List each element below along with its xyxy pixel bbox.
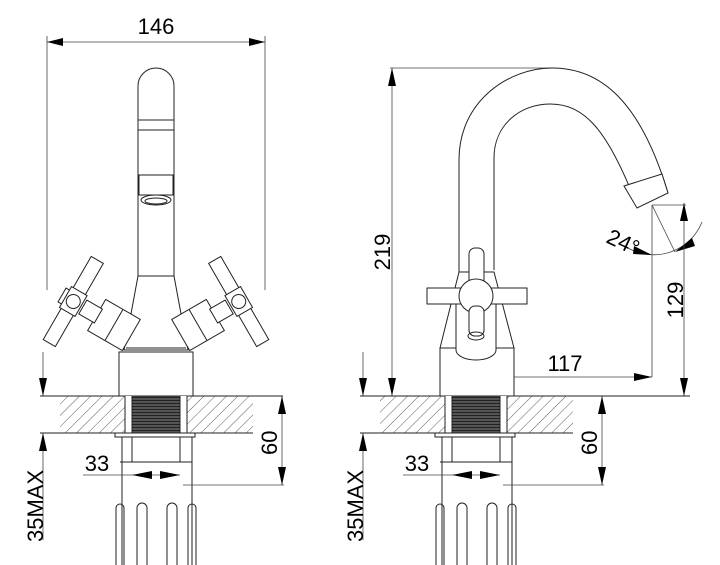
right-handle [171, 255, 270, 352]
deck-thickness-label-side: 35MAX [343, 470, 368, 542]
height-dim-label: 219 [370, 234, 395, 271]
base-front [118, 351, 194, 397]
thread-front [131, 395, 181, 434]
dimension-shank-front: 60 [183, 396, 286, 486]
shank-side [434, 432, 517, 565]
dimension-spout-angle: 24° [603, 204, 703, 261]
dimension-width: 146 [46, 14, 266, 290]
dimension-height: 219 [370, 67, 555, 396]
dimension-thread-front: 33 [83, 451, 180, 479]
body-front [123, 275, 189, 351]
width-dim-label: 146 [138, 14, 175, 39]
shank-front [114, 432, 197, 565]
spout-front [137, 67, 175, 277]
thread-side [451, 395, 501, 434]
spout-angle-label: 24° [603, 224, 644, 261]
side-view: 219 24° 129 [343, 67, 703, 565]
front-view: 146 [23, 14, 286, 565]
dimension-shank-side: 60 [503, 396, 606, 486]
dimension-deck-thickness-side: 35MAX [343, 352, 368, 542]
thread-label-front: 33 [85, 451, 109, 476]
dimension-spout-height: 129 [651, 203, 688, 396]
left-handle [42, 255, 141, 352]
thread-label-side: 33 [405, 451, 429, 476]
dimension-thread-side: 33 [403, 451, 500, 479]
cross-handle-side [426, 247, 528, 341]
spout-side [458, 67, 669, 355]
shank-label-side: 60 [577, 431, 602, 455]
dimension-deck-thickness-front: 35MAX [23, 352, 48, 542]
spout-height-label: 129 [663, 282, 688, 319]
deck-thickness-label-front: 35MAX [23, 470, 48, 542]
shank-label-front: 60 [257, 431, 282, 455]
spout-reach-label: 117 [547, 351, 582, 376]
